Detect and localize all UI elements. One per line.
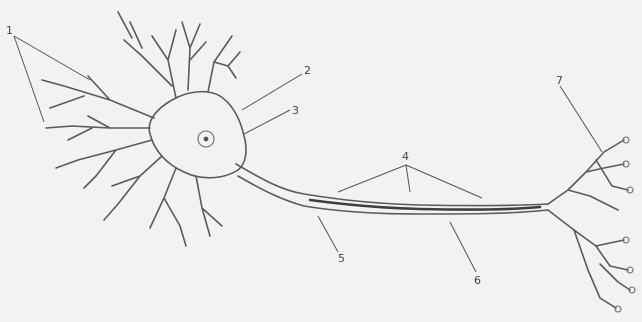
label-6: 6 [474,274,481,287]
dendrites [42,12,240,246]
axon-terminals [548,137,635,312]
nucleolus [204,137,209,142]
label-2: 2 [304,64,311,77]
label-3: 3 [292,104,299,117]
label-4: 4 [402,150,409,163]
label-1: 1 [6,24,13,37]
soma [149,92,246,178]
label-5: 5 [338,252,345,265]
axon [236,164,548,214]
labels: 1 2 3 4 5 6 7 [6,24,563,287]
label-7: 7 [556,74,563,87]
